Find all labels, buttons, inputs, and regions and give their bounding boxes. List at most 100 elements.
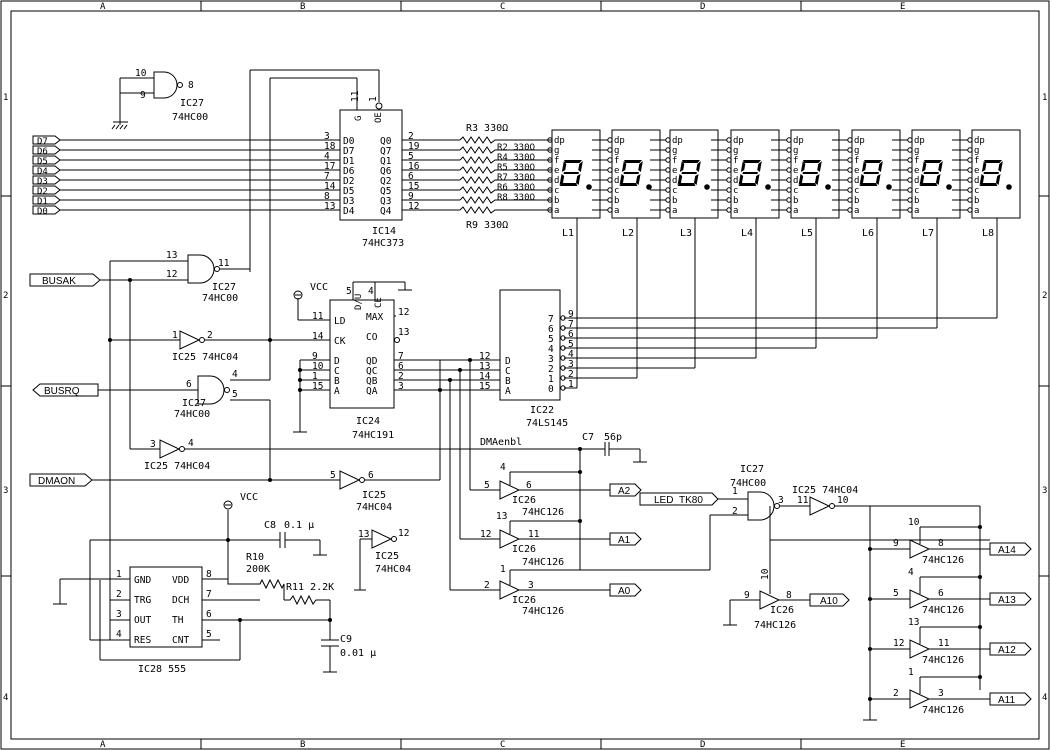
ic26-a-part: 74HC126 [522, 507, 564, 518]
port-led-tk80[interactable]: LED_TK80 [639, 492, 719, 506]
led-seg-label: b [854, 196, 859, 206]
port-a10[interactable]: A10 [809, 593, 850, 607]
resistor-label: R6 330Ω [497, 183, 536, 193]
led-seg-label: c [974, 186, 979, 196]
ic14-oe-label: OE [374, 112, 384, 123]
port-a11[interactable]: A11 [989, 692, 1032, 706]
ic26-right-pin-out: 8 [938, 538, 944, 549]
led-name: L7 [922, 228, 934, 239]
ic24-right-pin: 2 [398, 371, 404, 382]
dmaon-port[interactable]: DMAON [29, 473, 93, 487]
led-name: L8 [982, 228, 994, 239]
ic27-top-part: 74HC00 [172, 112, 208, 123]
a0-label: A0 [618, 586, 631, 597]
frame-col-d: D [700, 2, 705, 12]
ic14-in-label: D6 [343, 166, 355, 177]
frame-col-b-bottom: B [300, 740, 305, 750]
ic24-right-label: QA [366, 386, 378, 397]
ic24-left-pin: 1 [312, 371, 318, 382]
ic27-top-pin-out: 8 [188, 80, 194, 91]
ic22-out-label: 6 [548, 324, 554, 335]
ic28-right-pin: 5 [206, 629, 212, 640]
ic14-in-label: D5 [343, 186, 354, 197]
bus-tag-d7[interactable]: D7 [32, 135, 61, 147]
bus-tag-d1[interactable]: D1 [32, 195, 61, 207]
ic22-name: IC22 [530, 405, 554, 416]
busrq-port[interactable]: BUSRQ_ [32, 383, 99, 397]
port-a2[interactable]: A2 [609, 483, 642, 497]
ic14-in-label: D7 [343, 146, 354, 157]
led-seg-label: a [733, 206, 738, 216]
ic28-vcc: VCC [240, 492, 258, 503]
ic22-left-pin: 15 [479, 381, 490, 392]
bus-tag-d0[interactable]: D0 [32, 205, 61, 217]
led-seg-label: b [672, 196, 677, 206]
frame-row-1-right: 1 [1042, 93, 1047, 103]
led-seg-label: f [554, 156, 559, 166]
ic24-right-label: MAX [366, 312, 383, 323]
resistor [459, 186, 552, 194]
bus-tag-d4[interactable]: D4 [32, 165, 61, 177]
resistor-label: R5 330Ω [497, 163, 536, 173]
busak-label: BUSAK_ [42, 276, 82, 287]
ic14-in-label: D2 [343, 176, 354, 187]
bus-label: D2 [37, 187, 48, 197]
ic14-name: IC14 [372, 226, 396, 237]
ic26-right-part: 74HC126 [922, 705, 964, 716]
ic25-c-name: IC25 [362, 490, 386, 501]
bus-tag-d6[interactable]: D6 [32, 145, 61, 157]
seven-seg-digit [798, 160, 822, 186]
ic24-left-label: D [334, 356, 340, 367]
led-seg-label: dp [554, 136, 565, 146]
a2-label: A2 [618, 486, 631, 497]
led-seg-label: c [554, 186, 559, 196]
port-a12[interactable]: A12 [989, 642, 1032, 656]
ic22-out-pin: 9 [568, 309, 574, 320]
ic26-right-pin-in: 9 [893, 538, 899, 549]
ic14-out-pin: 2 [408, 131, 414, 142]
ic25-a-pin-in: 1 [172, 330, 178, 341]
bus-label: D1 [37, 197, 48, 207]
ic25-r-label: IC25 74HC04 [792, 485, 858, 496]
port-a14[interactable]: A14 [989, 542, 1032, 556]
ic26-b-pin-in: 12 [480, 529, 491, 540]
led-seg-label: b [914, 196, 919, 206]
ic24-right-label: QB [366, 376, 378, 387]
led-name: L1 [562, 228, 574, 239]
ic25-c-part: 74HC04 [356, 502, 392, 513]
ic22-out-pin: 4 [568, 349, 574, 360]
dma-net-label: DMAenbl [480, 437, 522, 448]
led-seg-label: e [554, 166, 559, 176]
ic25-b-label: IC25 74HC04 [144, 461, 210, 472]
ic26-b-pin-c: 13 [496, 511, 507, 522]
address-buffers: DMAenbl C7 56p 4 5 [438, 358, 647, 617]
busak-port[interactable]: BUSAK_ [29, 273, 101, 287]
bus-tag-d2[interactable]: D2 [32, 185, 61, 197]
port-a13[interactable]: A13 [989, 592, 1032, 606]
led-seg-label: dp [914, 136, 925, 146]
ic14-in-pin: 17 [324, 161, 335, 172]
ic14-in-label: D0 [343, 136, 355, 147]
ic14-out-label: Q7 [380, 146, 391, 157]
led-seg-label: g [854, 146, 859, 156]
ic14-out-pin: 15 [408, 181, 419, 192]
bus-tag-d3[interactable]: D3 [32, 175, 61, 187]
ic24-vcc: VCC [310, 282, 328, 293]
ic25-a-label: IC25 74HC04 [172, 352, 238, 363]
bus-tag-d5[interactable]: D5 [32, 155, 61, 167]
port-a1[interactable]: A1 [609, 532, 642, 546]
led-seg-label: e [672, 166, 677, 176]
ic24-left-pin: 9 [312, 351, 318, 362]
led-seg-label: f [793, 156, 798, 166]
ic14-in-pin: 14 [324, 181, 336, 192]
resistor [459, 206, 552, 214]
resistor [459, 146, 552, 154]
ic24-left-pin: 11 [312, 311, 324, 322]
ic22-out-pin: 7 [568, 319, 574, 330]
port-a0[interactable]: A0 [609, 583, 642, 597]
